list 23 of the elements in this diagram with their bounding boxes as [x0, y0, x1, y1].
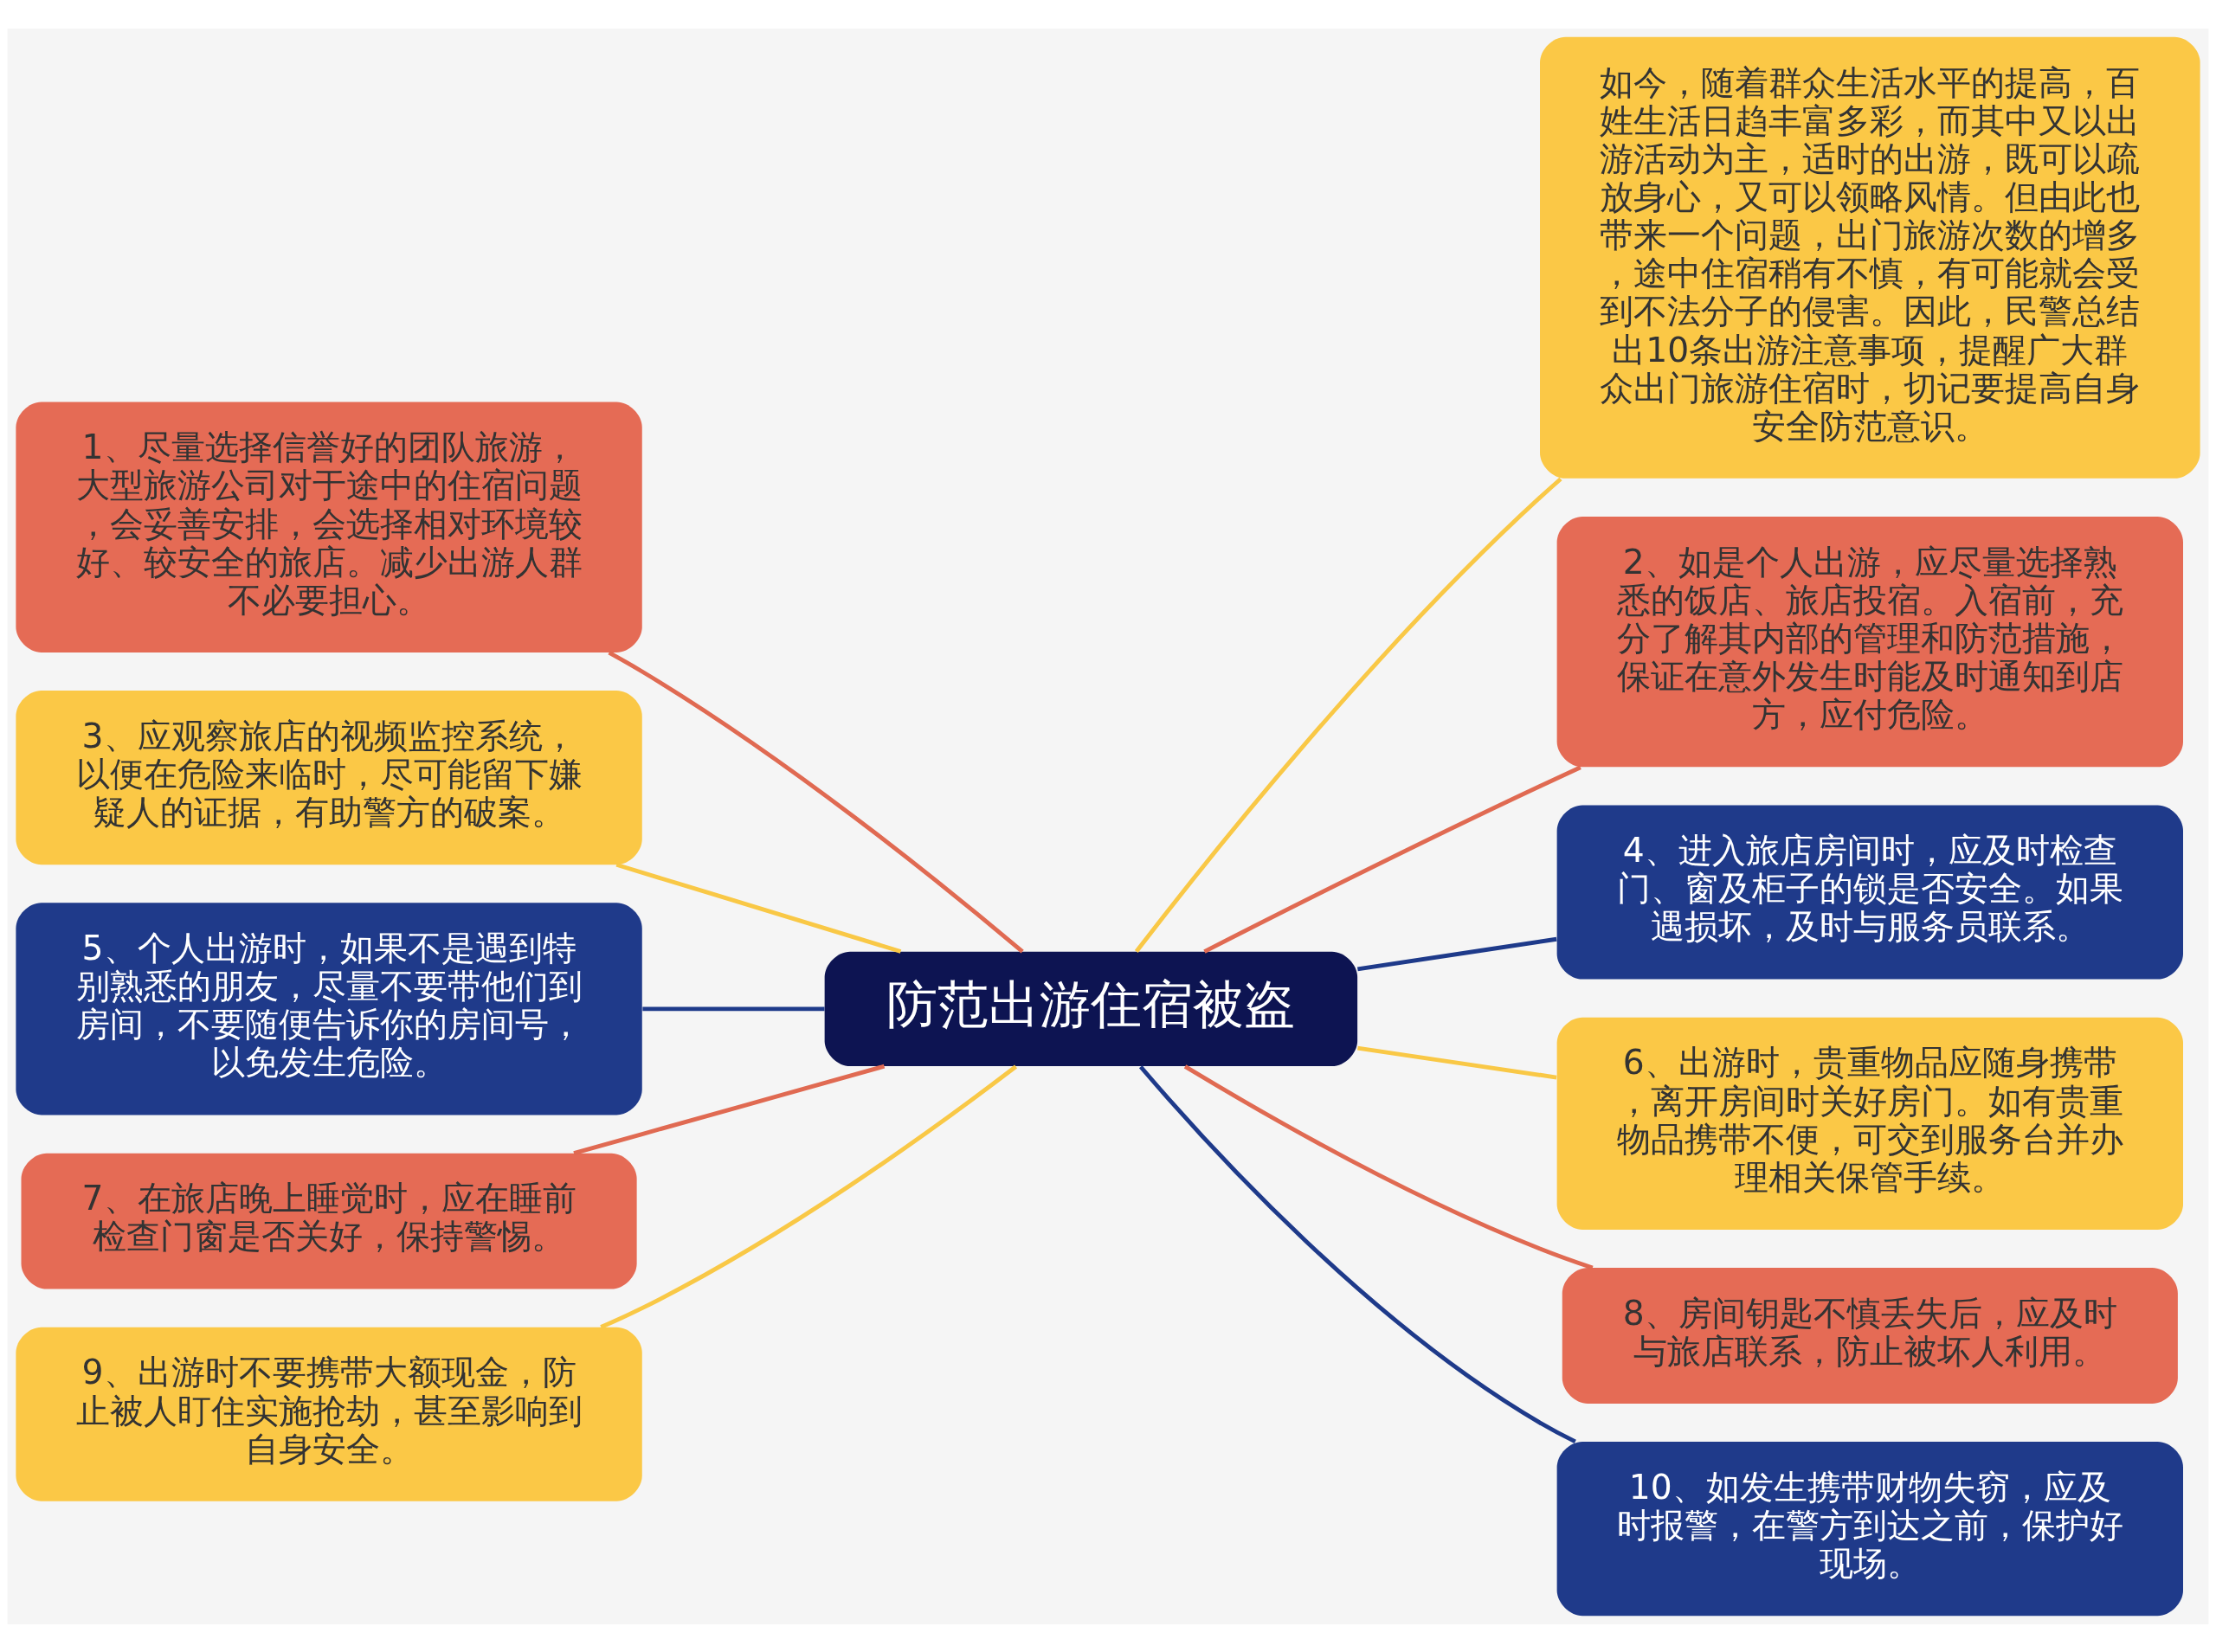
connector	[642, 1006, 825, 1011]
connector	[608, 650, 1024, 953]
node-box: 3、应观察旅店的视频监控系统，以便在危险来临时，尽可能留下嫌疑人的证据，有助警方的破案。	[16, 690, 642, 865]
connector	[1357, 1045, 1557, 1079]
node-box: 9、出游时不要携带大额现金，防止被人盯住实施抢劫，甚至影响到自身安全。	[16, 1327, 642, 1501]
connector	[1134, 477, 1562, 953]
node-box: 2、如是个人出游，应尽量选择熟悉的饭店、旅店投宿。入宿前，充分了解其内部的管理和防范措施，保证在意外发生时能及时通知到店方，应付危险。	[1556, 516, 2183, 767]
node-box: 如今，随着群众生活水平的提高，百姓生活日趋丰富多彩，而其中又以出游活动为主，适时的出游，既可以疏放身心，又可以领略风情。但由此也带来一个问题，出门旅游次数的增多，途中住宿稍有不慎，有可能就会受到不法分子的侵害。因此，民警总结出10条出游注意事项，提醒广大群众出门旅游住宿时，切记要提高自身安全防范意识。	[1540, 36, 2200, 479]
connector	[1203, 765, 1581, 954]
node-box: 8、房间钥匙不慎丢失后，应及时与旅店联系，防止被坏人利用。	[1562, 1267, 2178, 1404]
node-box: 6、出游时，贵重物品应随身携带，离开房间时关好房门。如有贵重物品携带不便，可交到服务台并办理相关保管手续。	[1556, 1017, 2183, 1230]
connector	[615, 862, 902, 954]
node-box: 1、尽量选择信誉好的团队旅游，大型旅游公司对于途中的住宿问题，会妥善安排，会选择相对环境较好、较安全的旅店。减少出游人群不必要担心。	[16, 402, 642, 652]
connector	[573, 1064, 886, 1155]
connector	[600, 1064, 1018, 1329]
connector	[1356, 936, 1557, 971]
node-box: 5、个人出游时，如果不是遇到特别熟悉的朋友，尽量不要带他们到房间，不要随便告诉你的房间号，以免发生危险。	[16, 902, 642, 1115]
node-box: 10、如发生携带财物失窃，应及时报警，在警方到达之前，保护好现场。	[1556, 1441, 2183, 1616]
connector	[1138, 1064, 1576, 1443]
node-box: 防范出游住宿被盗	[824, 951, 1358, 1066]
node-box: 4、进入旅店房间时，应及时检查门、窗及柜子的锁是否安全。如果遇损坏，及时与服务员联系。	[1556, 805, 2183, 980]
node-box: 7、在旅店晚上睡觉时，应在睡前检查门窗是否关好，保持警惕。	[21, 1153, 637, 1289]
connector	[1183, 1064, 1594, 1270]
